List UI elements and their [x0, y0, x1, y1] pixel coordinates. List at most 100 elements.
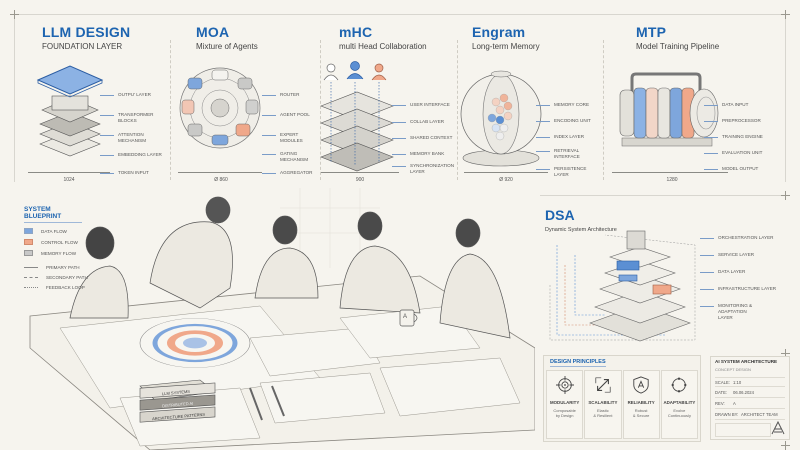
- panel-title: MOA: [196, 24, 230, 40]
- legend-title: SYSTEM BLUEPRINT: [24, 206, 82, 223]
- dimension-label: Ø 860: [214, 177, 228, 183]
- panel-title: Engram: [472, 24, 526, 40]
- title-block-subtitle: CONCEPT DESIGN: [715, 367, 751, 372]
- panel-subtitle: Long-term Memory: [472, 42, 540, 51]
- left-frame-line: [14, 14, 15, 182]
- callout-label: MEMORY CORE: [535, 102, 590, 107]
- callout-label: RETRIEVAL INTERFACE: [536, 148, 590, 160]
- title-block-row: DRAWN BY: ARCHITECT TEAM: [715, 410, 785, 420]
- panel-title: MTP: [636, 24, 667, 40]
- panel-mtp: MTP Model Training Pipeline DATA INPUT P…: [612, 20, 786, 185]
- dashed-line-sample: [24, 277, 38, 278]
- panel-title: LLM DESIGN: [42, 24, 131, 40]
- callout-label: EXPERT MODULES: [262, 132, 308, 144]
- panel-moa: MOA Mixture of Agents ROUTER AGENT POOL …: [178, 20, 321, 185]
- control-flow-swatch: [24, 239, 33, 245]
- callout-label: MEMORY BANK: [391, 151, 445, 156]
- principle-card-scalability: SCALABILITY Elastic & Resilient: [584, 370, 622, 439]
- corner-mark: [781, 10, 790, 19]
- legend-item-secondary-path: SECONDARY PATH: [24, 275, 134, 280]
- callout-label: INDEX LAYER: [535, 134, 585, 139]
- panel-subtitle: Dynamic System Architecture: [545, 227, 617, 233]
- panel-engram: Engram Long-term Memory MEMORY CORE ENCO…: [460, 20, 602, 185]
- panel-divider: [170, 40, 171, 180]
- principle-card-modularity: MODULARITY Composable by Design: [546, 370, 584, 439]
- dimension-label: 900: [355, 177, 365, 183]
- legend-item-control-flow: CONTROL FLOW: [24, 239, 134, 245]
- title-block-row: REV: A: [715, 399, 785, 409]
- corner-mark: [781, 191, 790, 200]
- dimension-line: [464, 172, 548, 173]
- row-value: ARCHITECT TEAM: [741, 412, 778, 417]
- principle-desc: Elastic & Resilient: [593, 408, 613, 419]
- cycle-icon: [671, 377, 687, 393]
- legend-label: PRIMARY PATH: [46, 265, 80, 270]
- principle-name: ADAPTABILITY: [663, 400, 696, 405]
- shield-icon: [633, 376, 649, 394]
- system-blueprint-legend: SYSTEM BLUEPRINT DATA FLOW CONTROL FLOW …: [24, 206, 134, 290]
- dimension-line: [612, 172, 728, 173]
- dimension-line: [178, 172, 262, 173]
- panel-divider: [457, 40, 458, 180]
- legend-label: SECONDARY PATH: [46, 275, 88, 280]
- principle-desc: Composable by Design: [553, 408, 576, 419]
- signature-box: [715, 423, 771, 437]
- title-block: AI SYSTEM ARCHITECTURE CONCEPT DESIGN SC…: [710, 356, 790, 440]
- legend-label: FEEDBACK LOOP: [46, 285, 85, 290]
- dimension-label: 1024: [63, 177, 75, 183]
- row-value: A: [733, 401, 736, 406]
- panel-title: mHC: [339, 24, 373, 40]
- callout-label: INFRASTRUCTURE LAYER: [699, 286, 777, 291]
- callout-label: PREPROCESSOR: [704, 118, 761, 123]
- legend-label: DATA FLOW: [41, 228, 67, 234]
- corner-mark: [10, 10, 19, 19]
- agent-ring-illustration: [179, 67, 261, 149]
- corner-mark: [781, 441, 790, 450]
- training-pipeline-illustration: [619, 72, 719, 147]
- panel-llm-design: LLM DESIGN FOUNDATION LAYER OUTPU' LAYER…: [28, 20, 167, 185]
- solid-line-sample: [24, 267, 38, 268]
- panel-divider: [603, 40, 604, 180]
- row-key: DATE:: [715, 390, 728, 395]
- callout-label: ROUTER: [261, 92, 300, 97]
- design-principles-panel: DESIGN PRINCIPLES MODULARITY Composable …: [543, 355, 701, 442]
- callout-label: ATTENTION MECHANISM: [100, 132, 152, 144]
- callout-label: EVALUATION UNIT: [703, 150, 763, 155]
- principle-name: SCALABILITY: [588, 400, 618, 405]
- callout-label: ORCHESTRATION LAYER: [699, 235, 774, 240]
- target-icon: [555, 376, 574, 394]
- row-value: 1:10: [733, 380, 742, 385]
- layer-stack-illustration: [36, 65, 104, 157]
- row-key: DRAWN BY:: [715, 412, 739, 417]
- callout-label: TOKEN INPUT: [100, 170, 149, 175]
- callout-label: TRANSFORMER BLOCKS: [100, 112, 154, 123]
- architect-logo-icon: [771, 421, 785, 435]
- mug-logo: A: [403, 314, 408, 320]
- title-block-row: SCALE: 1:10: [715, 377, 785, 387]
- row-key: SCALE:: [715, 380, 730, 385]
- dimension-line: [28, 172, 110, 173]
- callout-label: SHARED CONTEXT: [391, 135, 453, 140]
- row-key: REV:: [715, 401, 725, 406]
- callout-label: EMBEDDING LAYER: [100, 152, 162, 157]
- mid-frame-line: [540, 195, 786, 196]
- row-value: 06.06.2024: [733, 390, 754, 395]
- callout-label: ENCODING UNIT: [536, 118, 591, 123]
- panel-divider: [320, 40, 321, 180]
- panel-subtitle: Model Training Pipeline: [636, 42, 720, 51]
- callout-label: COLLAB LAYER: [391, 119, 445, 124]
- legend-item-feedback-loop: FEEDBACK LOOP: [24, 285, 134, 290]
- principles-title: DESIGN PRINCIPLES: [550, 359, 606, 367]
- panel-subtitle: Mixture of Agents: [196, 42, 258, 51]
- legend-item-primary-path: PRIMARY PATH: [24, 265, 134, 270]
- dsa-architecture-illustration: [549, 230, 696, 342]
- principle-name: RELIABILITY: [627, 400, 655, 405]
- corner-mark: [781, 349, 790, 358]
- callout-label: PERSISTENCE LAYER: [536, 166, 590, 178]
- memory-flow-swatch: [24, 250, 33, 256]
- callout-label: SYNCHRONIZATION LAYER: [392, 163, 455, 174]
- right-frame-line: [785, 14, 786, 182]
- principle-desc: Robust & Secure: [632, 408, 650, 419]
- callout-label: DATA LAYER: [699, 269, 746, 274]
- top-frame-line: [14, 14, 786, 15]
